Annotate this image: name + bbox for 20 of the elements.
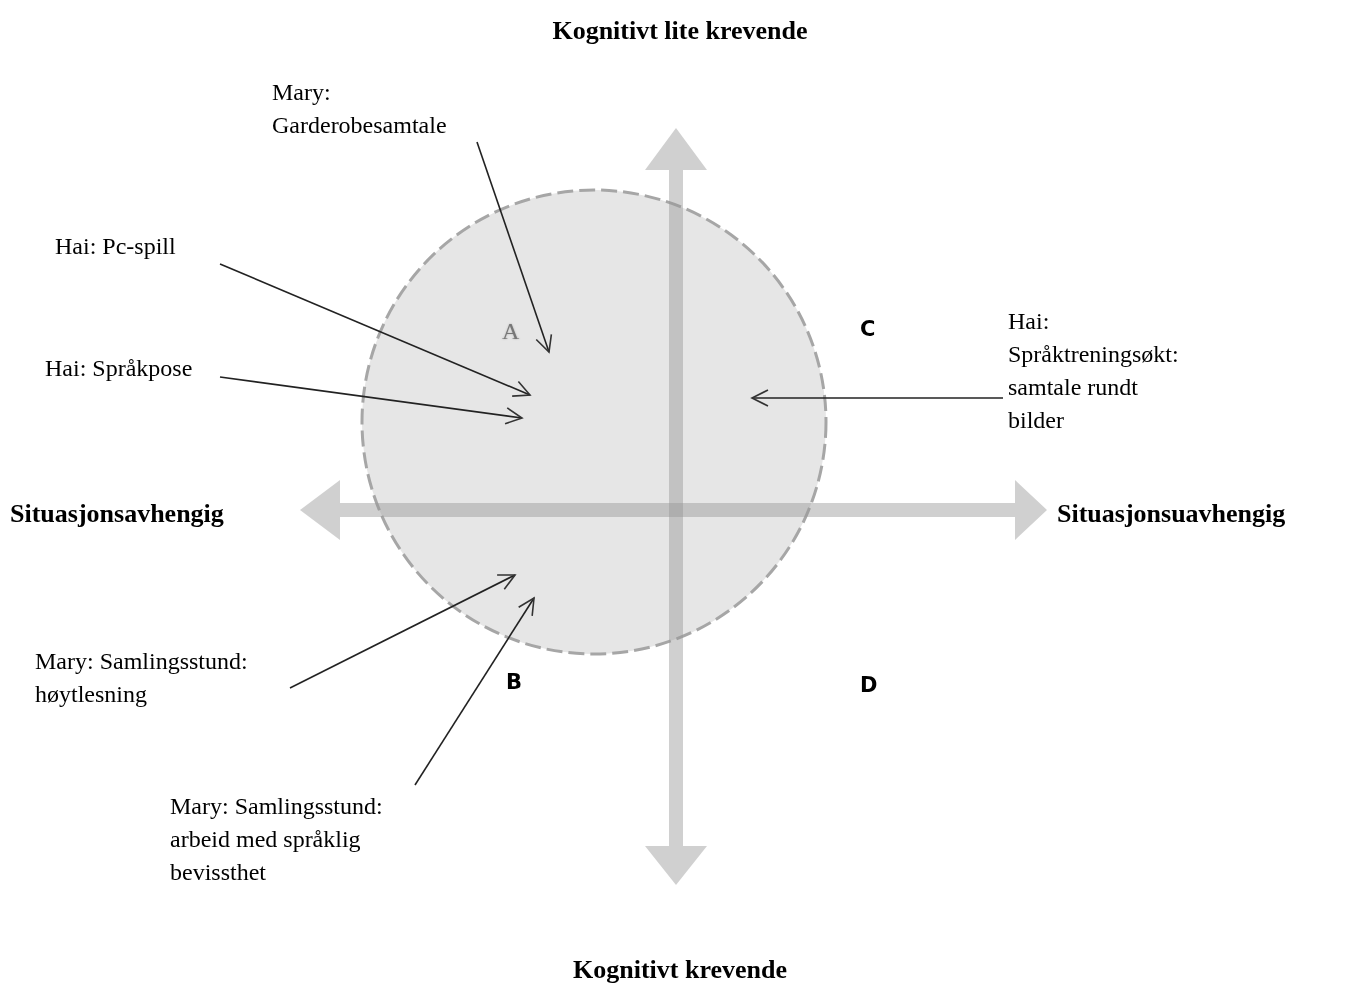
leader-arrow bbox=[219, 376, 523, 425]
annotation-text: Mary: Samlingsstund: høytlesning bbox=[35, 647, 249, 709]
annotation-text: Hai: Pc-spill bbox=[55, 232, 177, 261]
axis-title: Situasjonsuavhengig bbox=[1057, 499, 1286, 529]
annotation-text: Hai: Språkpose bbox=[45, 354, 194, 383]
leader-arrow bbox=[289, 574, 516, 689]
quadrant-letter: D bbox=[860, 673, 878, 697]
axis-title: Kognitivt lite krevende bbox=[552, 16, 808, 46]
annotation-text: Mary: Samlingsstund: arbeid med språklig bevissthet bbox=[170, 792, 384, 887]
annotation-text: Hai: Språktreningsøkt: samtale rundt bilder bbox=[1008, 307, 1180, 435]
leader-arrow bbox=[476, 141, 553, 353]
quadrant-letter: A bbox=[502, 318, 520, 345]
annotation-text: Mary: Garderobesamtale bbox=[272, 78, 448, 140]
leader-arrow bbox=[414, 597, 535, 786]
axis-title: Kognitivt krevende bbox=[573, 955, 787, 985]
quadrant-letter: C bbox=[860, 317, 876, 341]
leader-arrow bbox=[219, 263, 531, 397]
quadrant-letter: B bbox=[506, 670, 522, 694]
leader-arrow bbox=[751, 389, 1004, 407]
axis-title: Situasjonsavhengig bbox=[10, 499, 224, 529]
